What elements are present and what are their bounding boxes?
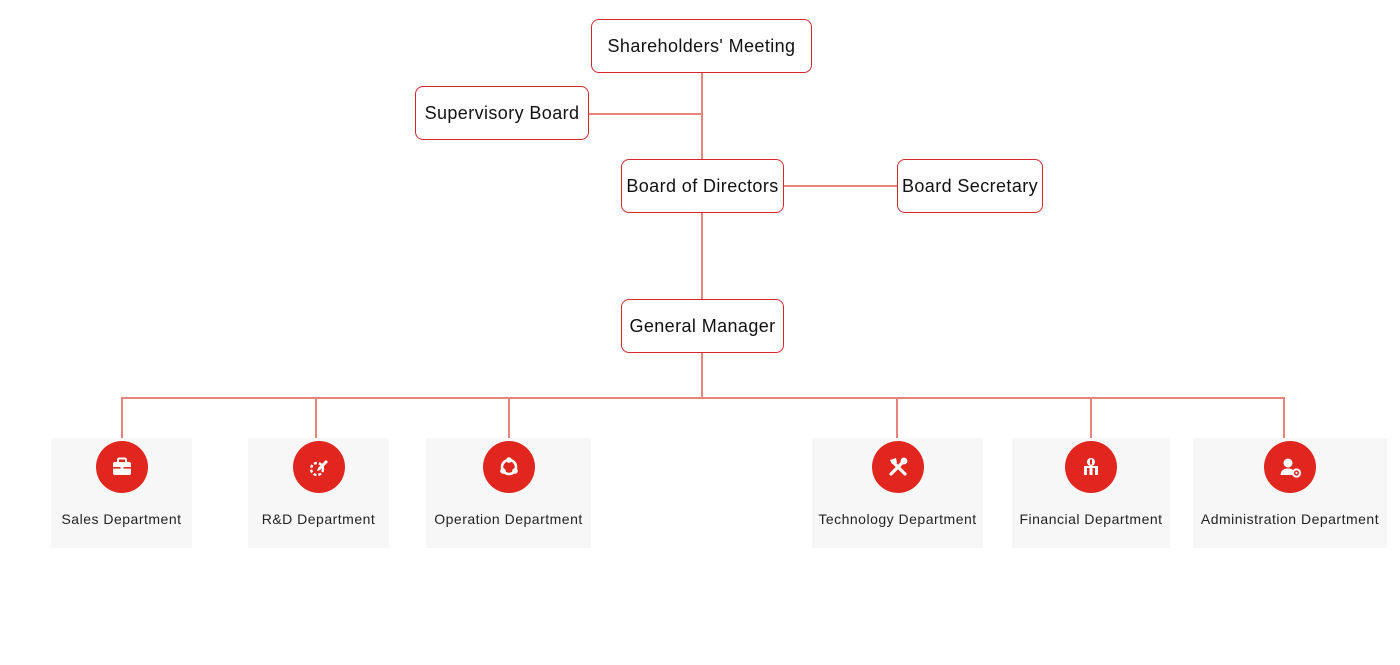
connector-department-bus: [121, 397, 1285, 399]
dept-administration: Administration Department: [1193, 438, 1387, 548]
dept-sales: Sales Department: [51, 438, 192, 548]
connector-secretary: [783, 185, 898, 187]
tools-icon: [871, 441, 924, 493]
node-board-secretary: Board Secretary: [897, 159, 1043, 213]
pencil-gear-icon: [292, 441, 345, 493]
dept-rnd: R&D Department: [248, 438, 389, 548]
node-general-manager: General Manager: [621, 299, 784, 353]
connector-directors-manager: [701, 212, 703, 300]
dept-financial: Financial Department: [1012, 438, 1170, 548]
user-settings-icon: [1264, 441, 1316, 493]
dept-label: Administration Department: [1200, 511, 1380, 527]
connector-administration: [1283, 397, 1285, 438]
connector-supervisory: [588, 113, 702, 115]
cycle-icon: [482, 441, 535, 493]
connector-financial: [1090, 397, 1092, 438]
dept-label: Financial Department: [1019, 511, 1163, 527]
connector-sales: [121, 397, 123, 438]
money-bag-icon: [1065, 441, 1117, 493]
connector-technology: [896, 397, 898, 438]
connector-shareholders-directors: [701, 72, 703, 160]
connector-operation: [508, 397, 510, 438]
node-shareholders-meeting: Shareholders' Meeting: [591, 19, 812, 73]
connector-rnd: [315, 397, 317, 438]
briefcase-icon: [95, 441, 148, 493]
dept-label: Operation Department: [434, 511, 583, 527]
dept-technology: Technology Department: [812, 438, 983, 548]
dept-label: Technology Department: [818, 511, 977, 527]
dept-label: Sales Department: [61, 511, 182, 527]
dept-operation: Operation Department: [426, 438, 591, 548]
node-board-of-directors: Board of Directors: [621, 159, 784, 213]
node-supervisory-board: Supervisory Board: [415, 86, 589, 140]
dept-label: R&D Department: [261, 511, 376, 527]
connector-manager-departments: [701, 352, 703, 398]
